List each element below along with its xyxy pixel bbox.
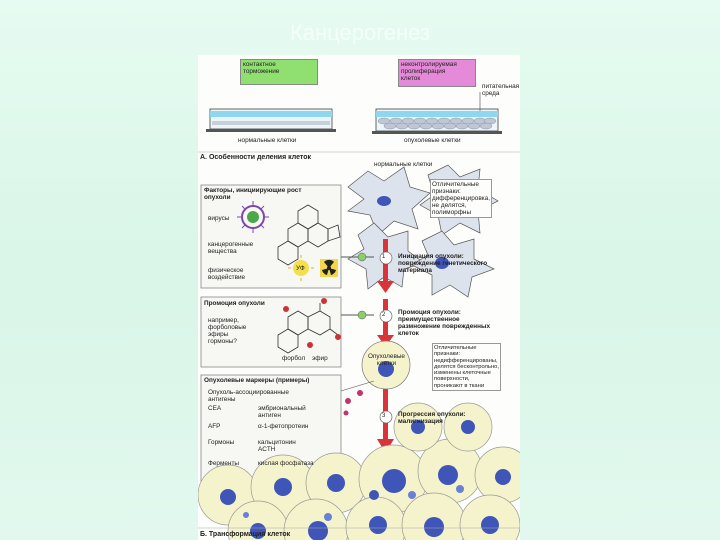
uv-sun-icon xyxy=(288,255,314,281)
marker-key-2: Гормоны xyxy=(208,439,235,446)
promotion-text: например, форболовые эфиры гормоны? xyxy=(208,317,247,345)
tumor-cells-caption: опухолевые клетки xyxy=(404,137,461,144)
section-a-title: А. Особенности деления клеток xyxy=(200,154,311,161)
tumor-cells-label: Опухолевые клетки xyxy=(368,353,405,367)
contact-inhibition-label: контактное торможение xyxy=(240,59,318,85)
factors-title: Факторы, инициирующие рост опухоли xyxy=(204,187,302,201)
normal-cells-label: нормальные клетки xyxy=(374,161,433,168)
marker-key-3: Ферменты xyxy=(208,460,239,467)
markers-antigens: Опухоль-ассоциированные антигены xyxy=(208,389,289,403)
carcinogen-molecule xyxy=(277,204,341,266)
phorbol-molecule xyxy=(277,303,339,354)
promotion-title: Промоция опухоли xyxy=(204,300,265,307)
marker-value-0: эмбриональный антиген xyxy=(258,405,306,419)
ester-label: эфир xyxy=(312,355,328,362)
markers-title: Опухолевые маркеры (примеры) xyxy=(204,377,310,384)
figure-drawing xyxy=(198,92,520,540)
slide-title: Канцерогенез xyxy=(289,20,431,45)
section-b-title: Б. Трансформация клеток xyxy=(200,531,291,538)
virus-icon xyxy=(237,201,269,233)
step-2-number: 2 xyxy=(382,312,386,318)
figure-panel: контактное торможение неконтролируемая п… xyxy=(198,55,520,540)
tumor-cell-single xyxy=(361,340,411,390)
normal-features-label: Отличительные признаки: дифференцировка,… xyxy=(430,179,493,218)
phorbol-label: форбол xyxy=(282,355,306,362)
uv-label: УФ xyxy=(296,265,305,272)
nutrient-medium-label: питательная среда xyxy=(482,83,520,97)
marker-value-2: кальцитонин ACTH xyxy=(258,439,296,453)
tumor-culture-dish xyxy=(372,92,502,134)
carcinogens-label: канцерогенные вещества xyxy=(208,241,254,255)
tumor-features-label: Отличительные признаки: недифференцирова… xyxy=(432,343,501,392)
marker-value-1: α-1-фетопротеин xyxy=(258,423,309,430)
step-2-text: Промоция опухоли: преимущественное размн… xyxy=(398,309,491,337)
initiation-arrow xyxy=(341,251,393,265)
promotion-arrow xyxy=(341,309,393,323)
step-3-number: 3 xyxy=(382,413,386,419)
step-1-number: 1 xyxy=(382,254,386,260)
marker-key-0: CEA xyxy=(208,405,222,412)
marker-key-1: AFP xyxy=(208,423,221,430)
step-1-text: Инициация опухоли: повреждение генетичес… xyxy=(398,253,488,274)
step-3-text: Прогрессия опухоли: малигнизация xyxy=(398,411,466,425)
radiation-icon xyxy=(320,259,338,277)
physical-label: физическое воздействие xyxy=(208,267,246,281)
uncontrolled-proliferation-label: неконтролируемая пролиферация клеток xyxy=(398,59,476,87)
marker-value-3: кислая фосфатаза xyxy=(258,460,314,467)
normal-cells-caption: нормальные клетки xyxy=(238,137,297,144)
normal-culture-dish xyxy=(206,108,336,132)
tumor-nuclei xyxy=(220,420,511,540)
viruses-label: вирусы xyxy=(208,215,230,222)
